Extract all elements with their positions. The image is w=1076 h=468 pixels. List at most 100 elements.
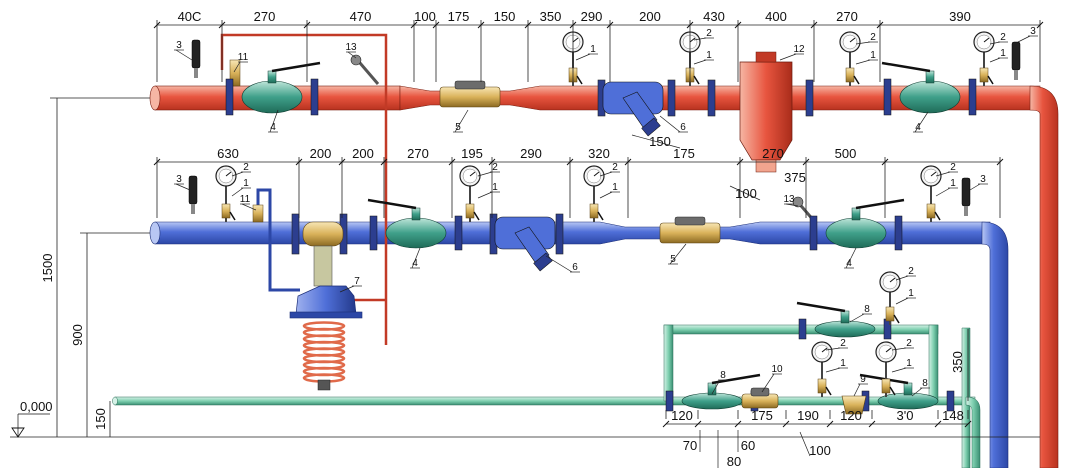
ball-valve-4-return-left [367, 198, 463, 251]
label-3-return-right-leader [969, 183, 981, 191]
label-1-supply-4: 1 [1000, 48, 1006, 59]
return-tick-0 [153, 158, 161, 166]
supply-value-7: 290 [581, 9, 603, 24]
return-value-5: 290 [520, 146, 542, 161]
vertical-value-900: 900 [70, 324, 85, 346]
label-11-return: 11 [240, 194, 251, 205]
label-1-return-3-leader [599, 191, 613, 199]
flange-supply-post-tank [805, 79, 814, 117]
pressure-gauge-2-supply-3 [839, 31, 861, 86]
cold-tick-0 [662, 420, 670, 428]
flange-return-6b [555, 213, 564, 255]
label-1-supply-2-leader [693, 59, 707, 65]
label-8-cold-left-leader [711, 379, 721, 395]
label-1-return-1: 1 [243, 178, 249, 189]
label-6-supply-leader [659, 115, 681, 133]
ball-valve-8-cold-right [859, 373, 955, 412]
flange-supply-6b [667, 79, 676, 117]
label-6-return-leader [545, 255, 573, 273]
cold-value-6: 148 [942, 408, 964, 423]
cold-value-4: 120 [840, 408, 862, 423]
label-1-supply-3-leader [855, 59, 871, 65]
thermometer-3-return-right [961, 177, 971, 216]
supply-tick-2 [303, 21, 311, 29]
ball-valve-4-supply-left [225, 61, 321, 116]
return-tick-1 [295, 158, 303, 166]
supply-value-5: 150 [494, 9, 516, 24]
label-4-supply-right-leader [914, 111, 929, 133]
label-2-return-3-leader [599, 171, 613, 177]
cold-value-5: 3'0 [897, 408, 914, 423]
label-3-return-right: 3 [980, 174, 986, 185]
label-1-supply-1-leader [575, 53, 591, 61]
label-1-supply-4-leader [989, 57, 1001, 63]
pressure-gauge-2-return-3 [583, 165, 605, 222]
label-4-return-left: 4 [412, 258, 418, 269]
supply-pipe-end [149, 85, 161, 111]
label-7-regulator: 7 [354, 276, 360, 287]
return-value-0: 630 [217, 146, 239, 161]
pressure-gauge-2-cold-2 [875, 341, 897, 397]
vertical-value-150: 150 [93, 408, 108, 430]
return-value-9: 500 [835, 146, 857, 161]
components [188, 31, 1021, 415]
water-meter-10-cold [741, 387, 779, 409]
label-2-bypass-leader [895, 275, 909, 281]
supply-tick-0 [153, 21, 161, 29]
label-1-bypass-leader [895, 297, 909, 305]
return-note-150-leader [631, 134, 681, 149]
supply-tick-5 [477, 21, 485, 29]
return-tick-5 [488, 158, 496, 166]
separator-drain [755, 159, 777, 173]
supply-riser [1029, 85, 1059, 468]
cold-pipe-end [112, 396, 118, 406]
cold-tick-2 [734, 420, 742, 428]
bypass-right-drop [928, 324, 939, 402]
cold-tick-5 [868, 420, 876, 428]
return-note-100-leader [729, 185, 761, 201]
supply-tick-4 [432, 21, 440, 29]
supply-value-10: 400 [765, 9, 787, 24]
label-2-return-3: 2 [612, 162, 618, 173]
pressure-gauge-2-return-2 [459, 165, 481, 222]
label-3-supply-left: 3 [176, 40, 182, 51]
cold-lower-100-leader [799, 431, 811, 457]
label-1-supply-2: 1 [706, 50, 712, 61]
label-7-regulator-leader [339, 285, 355, 293]
label-10-meter: 10 [771, 364, 783, 375]
label-13-top-leader [347, 51, 357, 59]
pressure-regulator-7 [289, 221, 363, 391]
strainer-6-supply [602, 81, 664, 137]
label-8-cold-left: 8 [720, 370, 726, 381]
label-11-supply-leader [233, 61, 241, 73]
label-2-bypass: 2 [908, 266, 914, 277]
pressure-gauge-2-cold-1 [811, 341, 833, 397]
supply-tick-8 [606, 21, 614, 29]
label-5-supply: 5 [455, 122, 461, 133]
label-9-strainer-leader [853, 383, 861, 397]
supply-tick-3 [410, 21, 418, 29]
return-tick-6 [566, 158, 574, 166]
cold-tick-7 [964, 420, 972, 428]
label-1-supply-1: 1 [590, 44, 596, 55]
supply-tick-13 [1036, 21, 1044, 29]
pressure-gauge-2-return-1 [215, 165, 237, 222]
water-meter-5-supply [439, 80, 501, 108]
label-11-return-leader [241, 203, 257, 211]
return-value-6: 320 [588, 146, 610, 161]
label-2-return-2-leader [477, 171, 493, 177]
bypass-left-drop [663, 324, 674, 402]
return-pipeline [149, 188, 1009, 468]
tap-11-supply [229, 59, 241, 87]
supply-tick-10 [734, 21, 742, 29]
return-value-2: 200 [352, 146, 374, 161]
cold-lower-80: 80 [727, 454, 741, 468]
label-11-supply: 11 [238, 52, 249, 63]
label-1-return-4-leader [935, 187, 951, 197]
label-2-supply-3: 2 [870, 32, 876, 43]
label-2-return-1-leader [231, 171, 244, 177]
pressure-gauge-2-return-4 [920, 165, 942, 222]
supply-tick-12 [876, 21, 884, 29]
